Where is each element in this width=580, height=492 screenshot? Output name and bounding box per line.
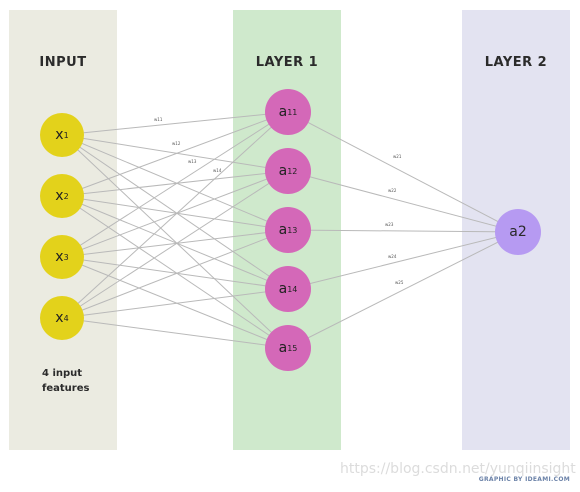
edge-x3-a3 — [61, 229, 289, 258]
edge-x3-a1 — [61, 111, 289, 258]
hidden-node-a12-subscript: 12 — [287, 166, 298, 176]
weight-label-w23: w23 — [385, 222, 394, 227]
output-node-a2: a2 — [495, 209, 541, 255]
edge-a1-out — [287, 111, 519, 233]
hidden-node-a15-subscript: 15 — [287, 343, 298, 353]
weight-label-w14: w14 — [213, 168, 222, 173]
weight-label-w11: w11 — [154, 117, 163, 122]
edge-x1-a4 — [61, 134, 289, 290]
edge-x2-a2 — [61, 170, 289, 197]
input-node-x1-subscript: 1 — [63, 130, 69, 140]
edge-x2-a1 — [61, 111, 289, 197]
input-node-x3-subscript: 3 — [63, 252, 69, 262]
edge-a3-out — [287, 229, 519, 233]
edge-x4-a3 — [61, 229, 289, 319]
weight-label-w24: w24 — [388, 254, 397, 259]
weight-label-w22: w22 — [388, 188, 397, 193]
hidden-node-a14-label: a — [278, 281, 288, 297]
layer1-column-title: LAYER 1 — [255, 55, 319, 70]
weight-label-w13: w13 — [188, 159, 197, 164]
weight-label-w12: w12 — [172, 141, 181, 146]
input-column-title: INPUT — [39, 55, 87, 70]
edge-x4-a5 — [61, 317, 289, 349]
input-note-line1: 4 input — [42, 368, 83, 379]
input-node-x1-label: x — [55, 127, 64, 143]
edge-x4-a1 — [61, 111, 289, 319]
edge-x3-a5 — [61, 256, 289, 349]
hidden-node-a15-label: a — [278, 340, 288, 356]
edge-a4-out — [287, 231, 519, 290]
hidden-node-a11-subscript: 11 — [287, 107, 298, 117]
input-node-x4-label: x — [55, 310, 64, 326]
watermark-url: https://blog.csdn.net/yunqiinsight — [340, 461, 576, 477]
input-node-x2-subscript: 2 — [63, 191, 69, 201]
edges-group — [61, 111, 519, 349]
input-node-x3-label: x — [55, 249, 64, 265]
input-column: INPUT — [9, 10, 117, 450]
edge-x4-a2 — [61, 170, 289, 319]
input-node-x2-label: x — [55, 188, 64, 204]
hidden-node-a12-label: a — [278, 163, 288, 179]
edge-a5-out — [287, 231, 519, 349]
edge-x3-a2 — [61, 170, 289, 258]
edge-x2-a3 — [61, 195, 289, 231]
layer2-column-title: LAYER 2 — [484, 55, 548, 70]
edge-x4-a4 — [61, 288, 289, 319]
edge-x3-a4 — [61, 256, 289, 290]
edge-x1-a3 — [61, 134, 289, 231]
hidden-node-a13-label: a — [278, 222, 288, 238]
edge-x1-a2 — [61, 134, 289, 172]
weight-label-w25: w25 — [395, 280, 404, 285]
input-features-note: 4 input features — [42, 366, 89, 396]
edge-x1-a1 — [61, 111, 289, 136]
edge-x2-a5 — [61, 195, 289, 349]
hidden-node-a11-label: a — [278, 104, 288, 120]
edge-a2-out — [287, 170, 519, 233]
input-node-x4-subscript: 4 — [63, 313, 69, 323]
hidden-node-a13-subscript: 13 — [287, 225, 298, 235]
weight-labels-group: w11 w12 w13 w14 w21 w22 w23 w24 w25 — [154, 117, 404, 285]
graphic-credit: GRAPHIC BY IDEAMI.COM — [478, 476, 570, 483]
edge-x2-a4 — [61, 195, 289, 290]
weight-label-w21: w21 — [393, 154, 402, 159]
hidden-node-a14-subscript: 14 — [287, 284, 298, 294]
input-note-line2: features — [42, 383, 90, 394]
edge-x1-a5 — [61, 134, 289, 349]
output-node-a2-label: a2 — [509, 224, 527, 240]
